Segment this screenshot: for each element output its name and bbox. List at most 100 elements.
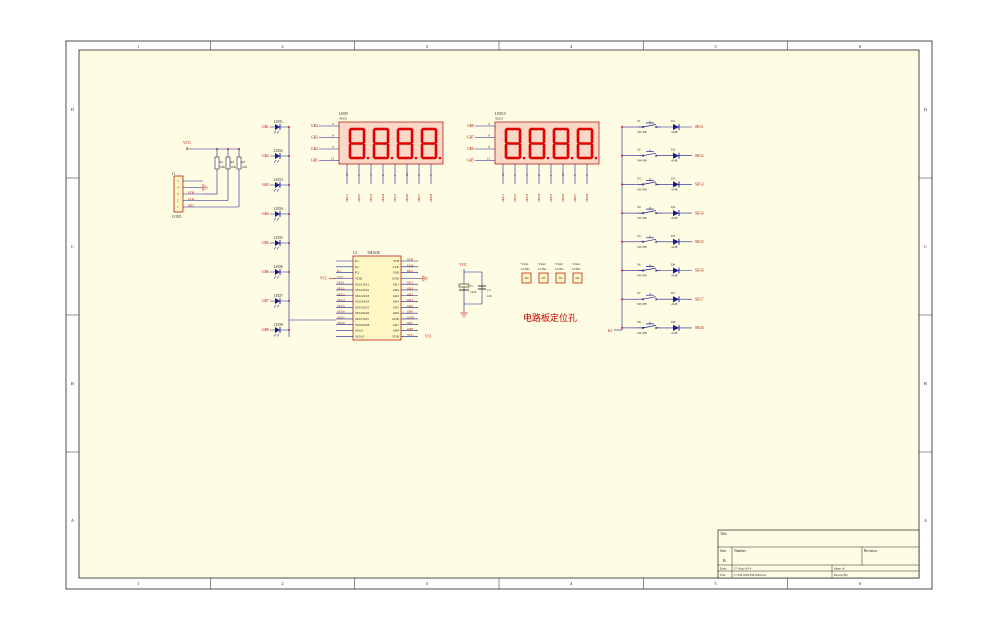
switch-contact — [654, 154, 658, 157]
ic-right-pin-name: GR8 — [393, 329, 399, 333]
cap-ground-symbol — [460, 310, 468, 318]
cap-c1-value: 10uF — [470, 290, 477, 294]
display-left-bottom-pin: 2 — [381, 174, 385, 176]
switch-net-label: SEG5 — [695, 240, 704, 244]
led-ref: LED5 — [274, 236, 283, 240]
ic-right-net: VCC — [407, 333, 414, 337]
ic-left-pin-name: SEG5/KS5 — [355, 305, 370, 309]
ic-right-pin-name: DIO — [393, 271, 399, 275]
via-ref: VIA3 — [555, 262, 563, 266]
switch-contact — [641, 125, 645, 129]
column-label-bottom: 3 — [426, 581, 429, 586]
resistor-body — [236, 156, 242, 170]
date-label: Date: — [720, 567, 727, 571]
diode-icon — [673, 124, 679, 130]
junction-dot — [288, 126, 290, 128]
junction-dot — [288, 271, 290, 273]
switch-pushbutton-icon — [638, 235, 660, 243]
title-block-frame — [717, 529, 920, 579]
diode-icon — [673, 181, 679, 188]
switch-ref: S4 — [637, 205, 641, 209]
ic-left-pin-name: SEG1/KS1 — [355, 282, 370, 286]
display-left-input-pin: 12 — [331, 157, 335, 161]
display-right-input-net: GR5 — [467, 159, 474, 163]
switch-contact — [641, 269, 645, 272]
switch-contact — [641, 154, 645, 157]
display-left-type: 4LED — [339, 117, 347, 121]
via-ref: VIA4 — [572, 262, 580, 266]
switch-type: SW-PB — [637, 130, 647, 134]
title-label: Title — [720, 532, 727, 536]
switch-contact — [654, 326, 658, 330]
ic-right-net: GR2 — [407, 286, 413, 290]
display-right-input-pin: 12 — [487, 157, 491, 161]
switch-net-label: SEG8 — [695, 326, 704, 330]
ic-right-net: DIO — [407, 269, 413, 273]
ic-right-net: GR6 — [407, 310, 413, 314]
led-ref: LED8 — [274, 323, 283, 327]
ic-left-net: SEG7 — [337, 315, 345, 319]
ic-right-pin-name: GR1 — [393, 282, 399, 286]
row-label-right: B — [924, 381, 927, 386]
display-right-decimal-point — [594, 156, 598, 160]
display-right-type: 4LED — [495, 117, 503, 121]
column-label-bottom: 2 — [281, 581, 283, 586]
junction-dot — [621, 126, 623, 128]
led-emission-arrows — [273, 246, 280, 250]
display-right-input-net: GR7 — [467, 136, 474, 140]
junction-dot — [288, 242, 290, 244]
ic-left-net: SEG4 — [337, 298, 345, 302]
display-right-bottom-pin: 3 — [585, 174, 589, 176]
switch-net-label: SEG7 — [695, 297, 704, 301]
cap-c1-ref: C1 — [470, 284, 474, 288]
vcc-label: VCC — [183, 140, 192, 145]
led-net-label: GR3 — [262, 183, 269, 187]
ic-right-pin-name: GR5 — [393, 305, 399, 309]
resistor-body — [225, 156, 231, 170]
diode-ref: D1 — [671, 119, 675, 123]
via-name: CON1 — [538, 267, 547, 271]
display-left-bottom-net: SEG5 — [393, 194, 397, 202]
ground-symbol — [202, 184, 208, 191]
ic-left-net: VCC — [337, 275, 344, 279]
cap-c2-ref: C2 — [487, 288, 491, 292]
diode-type: 4148 — [671, 274, 678, 278]
led-diode-icon — [275, 182, 280, 188]
led-ref: LED7 — [274, 294, 283, 298]
junction-dot — [621, 154, 623, 157]
junction-dot — [621, 298, 623, 301]
display-right-bottom-net: SEG4 — [537, 194, 541, 202]
ic-left-pin-name: SEG6/KS6 — [355, 311, 370, 315]
ic-left-pin-name: SEG4/KS4 — [355, 300, 370, 304]
display-right-bottom-net: SEG5 — [549, 194, 553, 202]
led-net-label: GR2 — [262, 154, 269, 158]
diode-ref: D4 — [671, 205, 675, 209]
column-label-bottom: 6 — [859, 581, 862, 586]
row-label-left: A — [71, 518, 75, 523]
cap-c2-value: 104 — [487, 294, 492, 298]
switch-type: SW-PB — [637, 274, 647, 278]
ic-left-net: SEG1 — [337, 281, 345, 285]
diode-ref: D6 — [671, 263, 675, 267]
switch-contact — [654, 269, 658, 272]
switch-contact — [641, 298, 645, 301]
diode-icon — [673, 296, 679, 303]
led-net-label: GR1 — [262, 125, 269, 129]
switch-contact — [654, 240, 658, 243]
connector-signal-label: DIO — [188, 203, 194, 207]
file-label: File: — [720, 573, 726, 577]
switch-type: SW-PB — [637, 187, 647, 191]
led-emission-arrows — [273, 275, 280, 279]
led-ref: LED1 — [274, 120, 283, 124]
column-label-top: 1 — [137, 44, 139, 49]
led-net-label: GR6 — [262, 270, 269, 274]
diode-ref: D2 — [671, 148, 675, 152]
junction-dot — [288, 213, 290, 215]
diode-type: 4148 — [671, 130, 678, 134]
resistor-value: 10K — [231, 165, 237, 169]
led-column: LED1GR1LED2GR2LED3GR3LED4GR4LED5GR5LED6G… — [262, 120, 290, 337]
column-label-top: 4 — [570, 44, 573, 49]
